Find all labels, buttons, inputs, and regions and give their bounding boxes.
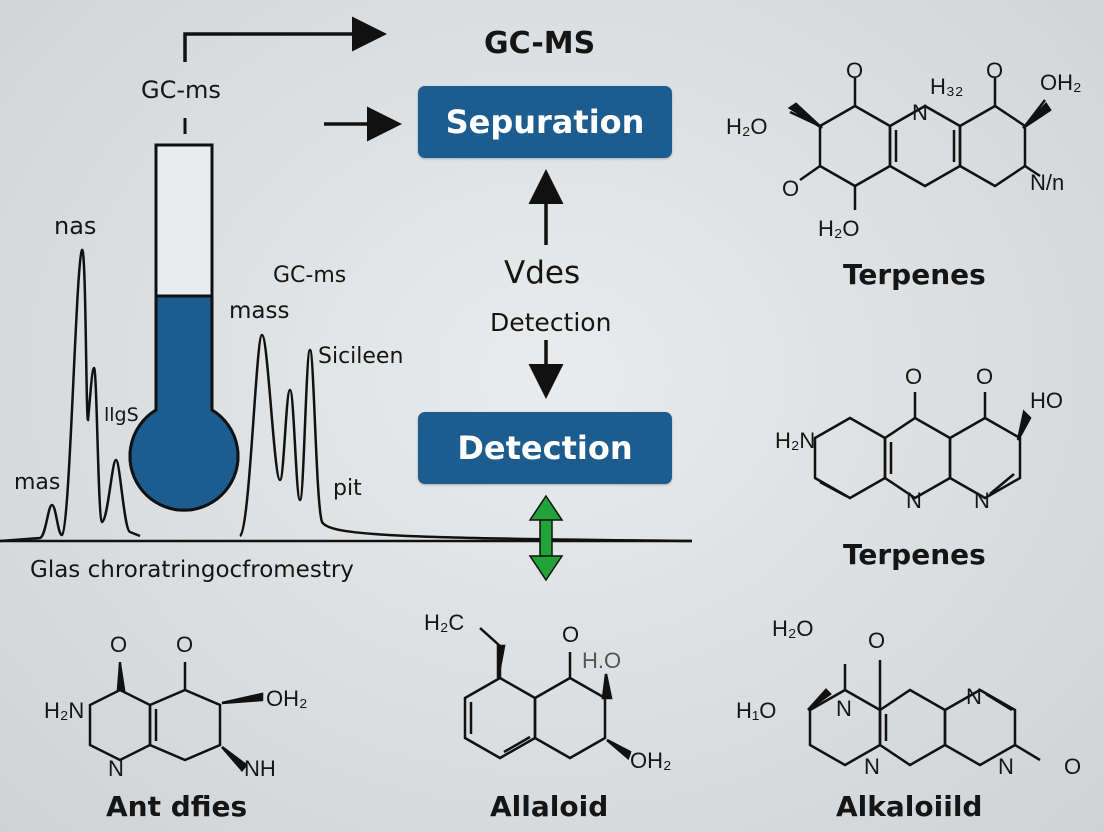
atom-label: H.O <box>582 648 622 673</box>
atom-label: O <box>562 622 580 647</box>
peak-label-gcms: GC-ms <box>273 263 347 288</box>
atom-label: O <box>110 632 128 657</box>
peak-label-nas: nas <box>54 212 97 240</box>
atom-label: H₂O <box>726 114 768 139</box>
atom-label: H₁O <box>736 698 777 723</box>
molecule-name: Ant dfies <box>106 790 248 823</box>
atom-label: OH₂ <box>1040 70 1082 95</box>
atom-label: O <box>868 628 886 653</box>
flask-liquid <box>128 294 240 512</box>
atom-label: N <box>998 754 1014 779</box>
diagram-title: GC-MS <box>484 26 596 61</box>
molecule-name: Allaloid <box>490 790 609 823</box>
separation-label: Sepuration <box>445 103 645 141</box>
molecule-ant-dfies <box>88 662 264 772</box>
chromatogram-caption: Glas chroratringocfromestry <box>30 557 354 583</box>
atom-label: N <box>974 488 990 513</box>
chromatogram-trace <box>0 248 693 543</box>
atom-label: N <box>836 696 852 721</box>
atom-label: OH₂ <box>630 748 672 773</box>
atom-label: O <box>905 364 923 389</box>
atom-label: N <box>864 754 880 779</box>
peak-label-mas: mas <box>14 470 61 495</box>
detection-label: Detection <box>457 429 633 467</box>
molecule-terpenes-1 <box>787 78 1052 210</box>
atom-label: N/n <box>1030 170 1065 195</box>
atom-label: N <box>966 684 982 709</box>
molecule-alkaloiild <box>807 660 1041 767</box>
atom-label: H₂C <box>424 610 465 635</box>
peak-label-pit: pit <box>333 476 362 501</box>
atom-label: O <box>782 176 800 201</box>
atom-label: H₂N <box>775 428 816 453</box>
molecule-terpenes-2 <box>813 392 1032 500</box>
peak-label-mass: mass <box>229 298 290 324</box>
middle-sublabel: Detection <box>490 308 612 337</box>
molecule-name: Alkaloiild <box>836 790 983 823</box>
atom-label: O <box>176 632 194 657</box>
peak-label-sicileen: Sicileen <box>318 344 404 369</box>
atom-label: H₂N <box>44 698 85 723</box>
atom-label: N <box>912 100 928 125</box>
atom-label: OH₂ <box>266 686 308 711</box>
atom-label: HO <box>1030 388 1063 413</box>
atom-label: H₂O <box>772 616 814 641</box>
atom-label: N <box>906 488 922 513</box>
middle-label: Vdes <box>504 255 581 291</box>
atom-label: O <box>846 58 864 83</box>
atom-label: NH <box>244 756 276 781</box>
top-label: GC-ms <box>141 76 221 104</box>
molecule-name: Terpenes <box>843 538 986 571</box>
atom-label: O <box>1064 754 1082 779</box>
molecule-name: Terpenes <box>843 258 986 291</box>
atom-label: H₂O <box>818 216 860 241</box>
molecule-allaloid <box>463 627 632 761</box>
atom-label: O <box>976 364 994 389</box>
top-flow-arrow <box>183 16 387 62</box>
atom-label: N <box>108 756 124 781</box>
detection-box: Detection <box>418 412 672 484</box>
atom-label: O <box>986 58 1004 83</box>
peak-label-ilgs: llgS <box>104 404 139 426</box>
atom-label: H₃₂ <box>930 74 964 99</box>
separation-box: Sepuration <box>418 86 672 158</box>
green-double-arrow <box>528 494 564 582</box>
